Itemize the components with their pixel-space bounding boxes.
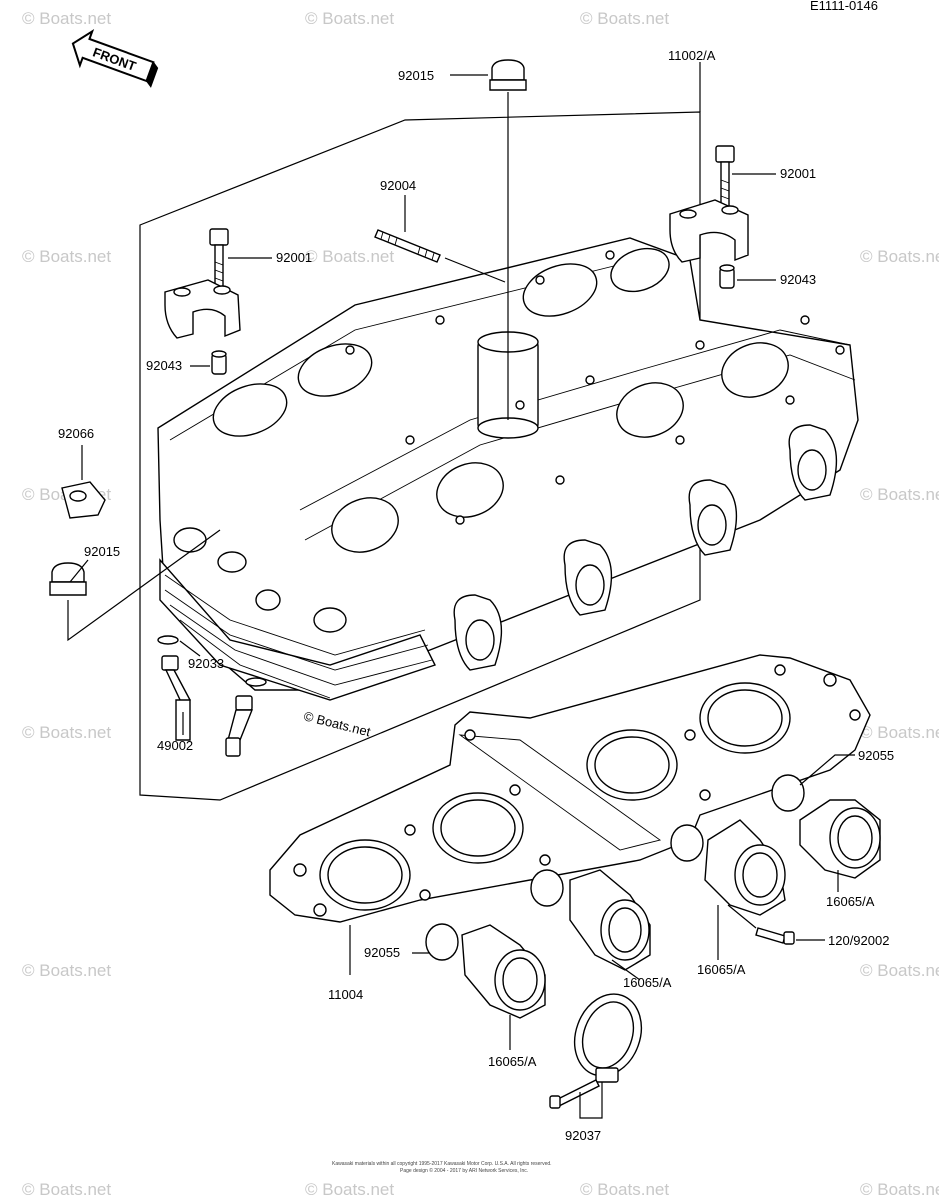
part-labels: 11002/A 92015 92001 92004 92001 92043 92… [58,48,894,1143]
o-ring-center [530,869,564,907]
watermark: © Boats.net [22,723,111,742]
leader-92015-left [69,559,89,583]
carb-holder-right [799,799,881,879]
watermark: © Boats.net [305,9,394,28]
label-11002A: 11002/A [668,48,716,63]
o-ring-left [425,923,459,961]
label-16065A-mid: 16065/A [697,962,746,977]
label-92055-right: 92055 [858,748,894,763]
carb-holder-center [569,869,651,971]
diagram-code: E1111-0146 [810,0,878,13]
label-92066: 92066 [58,426,94,441]
head-gasket [269,654,871,923]
label-92004: 92004 [380,178,416,193]
label-92043-right: 92043 [780,272,816,287]
watermark: © Boats.net [22,9,111,28]
watermark: © Boats.net [860,961,939,980]
screw-120-92002 [755,927,795,945]
label-49002: 49002 [157,738,193,753]
leader-92004 [404,195,506,283]
leader-92037 [579,1082,603,1119]
leader-120-92002 [727,904,825,941]
o-ring-right [771,774,805,812]
label-92037: 92037 [565,1128,601,1143]
watermark: © Boats.net [22,1180,111,1199]
label-92055-left: 92055 [364,945,400,960]
carb-holder-mid [704,819,786,916]
copyright-line-2: Page design © 2004 - 2017 by ARI Network… [400,1167,528,1174]
label-92043-left: 92043 [146,358,182,373]
label-92015-left: 92015 [84,544,120,559]
dowel-right [719,264,735,289]
cylinder-head [157,237,859,701]
exhaust-ports [453,424,838,671]
label-92001-left: 92001 [276,250,312,265]
leader-92055-right [799,754,855,786]
watermark: © Boats.net [580,1180,669,1199]
watermark: © Boats.net [305,247,394,266]
clamp-92037 [549,993,643,1109]
label-11004: 11004 [328,987,363,1002]
front-arrow-icon: FRONT [71,29,159,88]
label-16065A-bottom: 16065/A [488,1054,537,1069]
carb-holder-left [461,924,546,1019]
o-ring-mid [670,824,704,862]
cam-cap-right [669,199,749,263]
label-92015-top: 92015 [398,68,434,83]
leader-92015-bracket [67,529,221,642]
label-92001-right: 92001 [780,166,816,181]
watermark: © Boats.net [22,247,111,266]
acorn-nut-left [49,562,87,596]
leader-16065A-center [611,959,641,981]
watermark: © Boats.net [305,1180,394,1199]
watermark: © Boats.net [860,723,939,742]
leader-92033 [179,640,201,657]
stud-92004 [374,229,441,263]
label-16065A-center: 16065/A [623,975,672,990]
acorn-nut-top [489,59,527,91]
label-16065A-right: 16065/A [826,894,875,909]
label-92033: 92033 [188,656,224,671]
head-boundary-frame [139,111,701,801]
watermark: © Boats.net [580,9,669,28]
rubber-plug [61,481,106,519]
watermark: © Boats.net [860,1180,939,1199]
copyright-line-1: Kawasaki materials within all copyright … [332,1161,552,1167]
label-120-92002: 120/92002 [828,933,889,948]
watermark: © Boats.net [860,247,939,266]
dowel-left [211,350,227,375]
cam-cap-left [164,279,241,339]
watermark-center: © Boats.net [302,708,372,739]
bolt-left [209,228,229,288]
watermark: © Boats.net [22,961,111,980]
watermark: © Boats.net [860,485,939,504]
